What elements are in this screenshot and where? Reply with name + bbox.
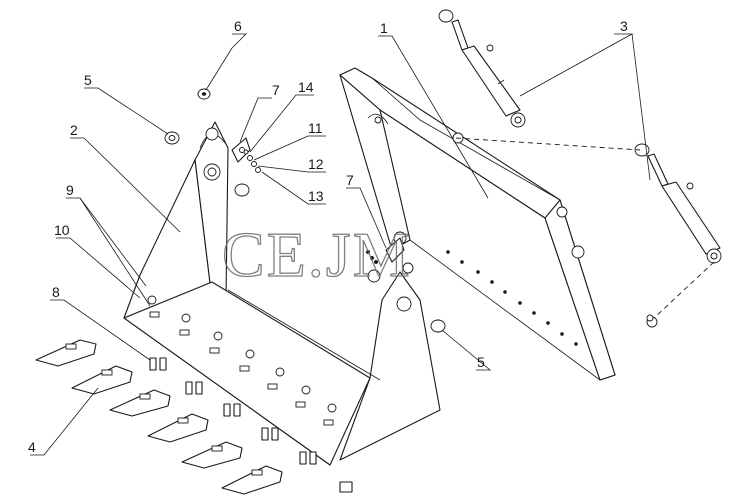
tooth [221,465,283,495]
part-3-cylinder-upper [438,9,526,128]
callouts: 1 2 3 4 5 5 6 7 7 8 9 10 11 12 13 14 [28,18,628,455]
callout-4: 4 [28,439,36,455]
part-11-14-washers-bolts [234,149,261,197]
part-6-pin [197,88,211,100]
lower-pin-cluster [365,249,414,274]
tooth [181,441,243,469]
cylinder-mount-dashed-lines [455,137,715,319]
tooth [71,365,133,395]
callout-12: 12 [308,156,324,172]
callout-1: 1 [380,20,388,36]
bucket-nuts [147,295,337,413]
callout-8: 8 [52,284,60,300]
part-5-bushing-left [164,131,180,145]
callout-14: 14 [298,79,314,95]
callout-2: 2 [70,122,78,138]
tooth [109,389,171,417]
callout-5-left: 5 [84,72,92,88]
watermark-logo: CE.JM [222,219,412,290]
part-5-bushing-right [430,319,446,333]
callout-7-upper: 7 [272,82,280,98]
part-3-cylinder-lower [634,143,722,264]
frame-bolt-holes [446,250,578,346]
part-8-bolts [149,357,353,493]
part-2-bucket [123,121,445,466]
callout-3: 3 [620,18,628,34]
bucket-tooth-slots [149,311,334,426]
callout-13: 13 [308,188,324,204]
part-1-frame [339,67,658,381]
tooth [35,339,97,367]
part-7-plate-lower [367,237,405,283]
callout-11: 11 [308,120,323,136]
callout-9: 9 [66,182,74,198]
callout-10: 10 [54,222,70,238]
callout-7-lower: 7 [346,172,354,188]
leader-lines [30,33,651,456]
tooth [147,413,209,443]
callout-5-right: 5 [477,354,485,370]
part-7-plate-upper [231,137,251,163]
part-4-teeth [35,339,283,495]
callout-6: 6 [234,18,242,34]
